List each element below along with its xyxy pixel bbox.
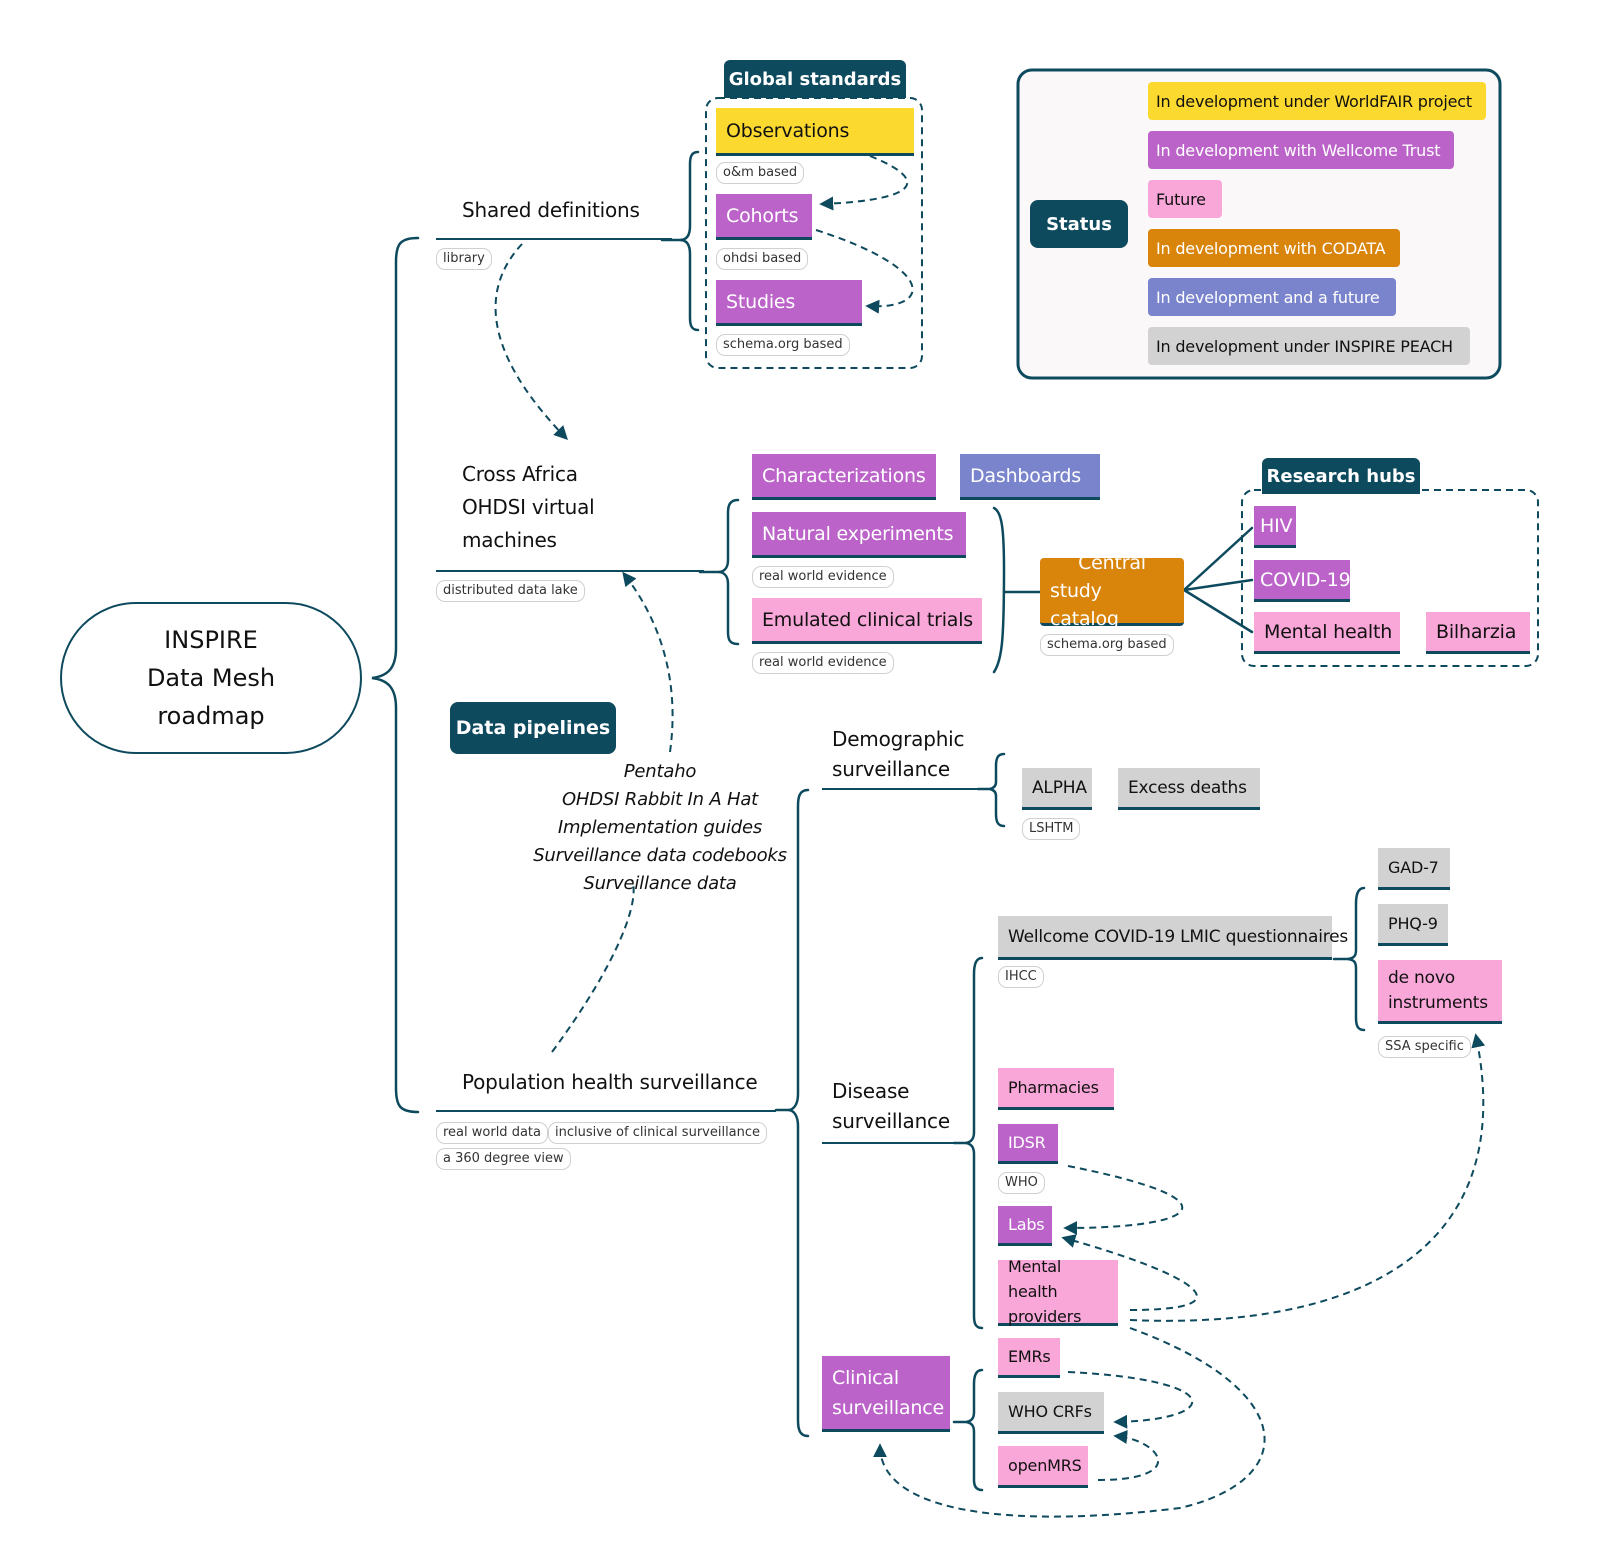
shared-definitions-topic[interactable]: Shared definitions	[436, 196, 672, 240]
ssa-specific-note: SSA specific	[1378, 1036, 1471, 1058]
demographic-brace	[989, 752, 1006, 828]
central-line: Central	[1078, 551, 1146, 574]
cohorts-note: ohdsi based	[716, 248, 809, 270]
excess-deaths-node[interactable]: Excess deaths	[1118, 768, 1260, 810]
gad7-node[interactable]: GAD-7	[1378, 848, 1450, 890]
observations-node[interactable]: Observations	[716, 108, 914, 156]
phq9-node[interactable]: PHQ-9	[1378, 904, 1448, 946]
main-brace	[371, 236, 420, 1114]
pipelines-list: Pentaho OHDSI Rabbit In A Hat Implementa…	[520, 758, 800, 898]
360-view-note: a 360 degree view	[436, 1148, 571, 1170]
de-novo-instruments-node[interactable]: de novo instruments	[1378, 960, 1502, 1024]
mhp-line: providers	[1008, 1307, 1082, 1326]
cross-brace	[717, 498, 740, 646]
who-note: WHO	[998, 1172, 1045, 1194]
central-study-catalog-node[interactable]: Central study catalog	[1040, 552, 1184, 630]
distributed-data-lake-note: distributed data lake	[436, 580, 585, 602]
status-dev-future: In development and a future	[1148, 278, 1396, 316]
denovo-line: instruments	[1388, 992, 1488, 1013]
clinical-surveillance-topic[interactable]: Clinical surveillance	[822, 1356, 950, 1432]
root-node[interactable]: INSPIRE Data Mesh roadmap	[60, 602, 362, 754]
dashboards-node[interactable]: Dashboards	[960, 454, 1100, 500]
real-world-data-note: real world data	[436, 1122, 548, 1144]
questionnaire-brace	[1347, 886, 1366, 1032]
hub-covid[interactable]: COVID-19	[1254, 560, 1351, 602]
observations-note: o&m based	[716, 162, 805, 184]
characterizations-node[interactable]: Characterizations	[752, 454, 936, 500]
demographic-line: surveillance	[832, 757, 950, 781]
openmrs-node[interactable]: openMRS	[998, 1446, 1088, 1488]
natural-experiments-node[interactable]: Natural experiments	[752, 512, 966, 558]
root-line: roadmap	[157, 702, 265, 730]
disease-surveillance-topic[interactable]: Disease surveillance	[822, 1076, 956, 1144]
mental-health-providers-node[interactable]: Mental health providers	[998, 1257, 1118, 1326]
pipeline-item: Implementation guides	[557, 817, 763, 838]
cross-line: OHDSI virtual	[462, 495, 595, 519]
natural-experiments-note: real world evidence	[752, 566, 894, 588]
who-crfs-node[interactable]: WHO CRFs	[998, 1392, 1104, 1434]
status-tag: Status	[1030, 200, 1128, 248]
hub-bilharzia[interactable]: Bilharzia	[1426, 612, 1530, 654]
pipeline-item: Surveillance data	[583, 873, 737, 894]
hub-hiv[interactable]: HIV	[1254, 506, 1296, 548]
global-standards-tag: Global standards	[724, 60, 906, 98]
cross-africa-topic[interactable]: Cross Africa OHDSI virtual machines	[436, 458, 704, 572]
demographic-line: Demographic	[832, 727, 965, 751]
pipeline-item: OHDSI Rabbit In A Hat	[561, 789, 759, 810]
emulated-trials-note: real world evidence	[752, 652, 894, 674]
status-future: Future	[1148, 180, 1222, 218]
denovo-line: de novo	[1388, 967, 1455, 988]
pipeline-item: Surveillance data codebooks	[533, 845, 787, 866]
pipeline-item: Pentaho	[623, 761, 697, 782]
demographic-surveillance-topic[interactable]: Demographic surveillance	[822, 724, 978, 790]
idsr-node[interactable]: IDSR	[998, 1124, 1058, 1164]
status-peach: In development under INSPIRE PEACH	[1148, 327, 1470, 365]
emulated-trials-node[interactable]: Emulated clinical trials	[752, 598, 982, 644]
data-pipelines-tag: Data pipelines	[450, 702, 616, 754]
shared-brace	[679, 150, 700, 332]
wellcome-questionnaires-node[interactable]: Wellcome COVID-19 LMIC questionnaires	[998, 916, 1348, 960]
lshtm-note: LSHTM	[1022, 818, 1081, 840]
clinical-line: surveillance	[832, 1396, 944, 1419]
ihcc-note: IHCC	[998, 966, 1044, 988]
pharmacies-node[interactable]: Pharmacies	[998, 1068, 1114, 1110]
cross-line: machines	[462, 528, 557, 552]
central-catalog-note: schema.org based	[1040, 634, 1174, 656]
mhp-line: Mental health	[1008, 1257, 1062, 1301]
global-standards-frame	[705, 97, 923, 369]
library-note: library	[436, 248, 492, 270]
central-line: study catalog	[1050, 579, 1119, 630]
root-line: Data Mesh	[146, 664, 276, 692]
clinical-line: Clinical	[832, 1366, 899, 1389]
clinical-brace	[965, 1368, 984, 1492]
studies-note: schema.org based	[716, 334, 850, 356]
emrs-node[interactable]: EMRs	[998, 1338, 1060, 1378]
alpha-node[interactable]: ALPHA	[1022, 768, 1092, 810]
disease-line: Disease	[832, 1079, 910, 1103]
cohorts-node[interactable]: Cohorts	[716, 194, 812, 240]
studies-node[interactable]: Studies	[716, 280, 862, 326]
labs-node[interactable]: Labs	[998, 1206, 1052, 1246]
hub-mental-health[interactable]: Mental health	[1254, 612, 1400, 654]
research-hubs-tag: Research hubs	[1262, 458, 1420, 494]
status-wellcome: In development with Wellcome Trust	[1148, 131, 1454, 169]
population-health-topic[interactable]: Population health surveillance	[436, 1070, 776, 1112]
status-codata: In development with CODATA	[1148, 229, 1400, 267]
catalog-brace	[992, 506, 1006, 674]
disease-brace	[965, 956, 984, 1330]
inclusive-clinical-note: inclusive of clinical surveillance	[548, 1122, 768, 1144]
root-line: INSPIRE	[164, 626, 258, 654]
disease-line: surveillance	[832, 1109, 950, 1133]
status-worldfair: In development under WorldFAIR project	[1148, 82, 1486, 120]
cross-line: Cross Africa	[462, 462, 578, 486]
